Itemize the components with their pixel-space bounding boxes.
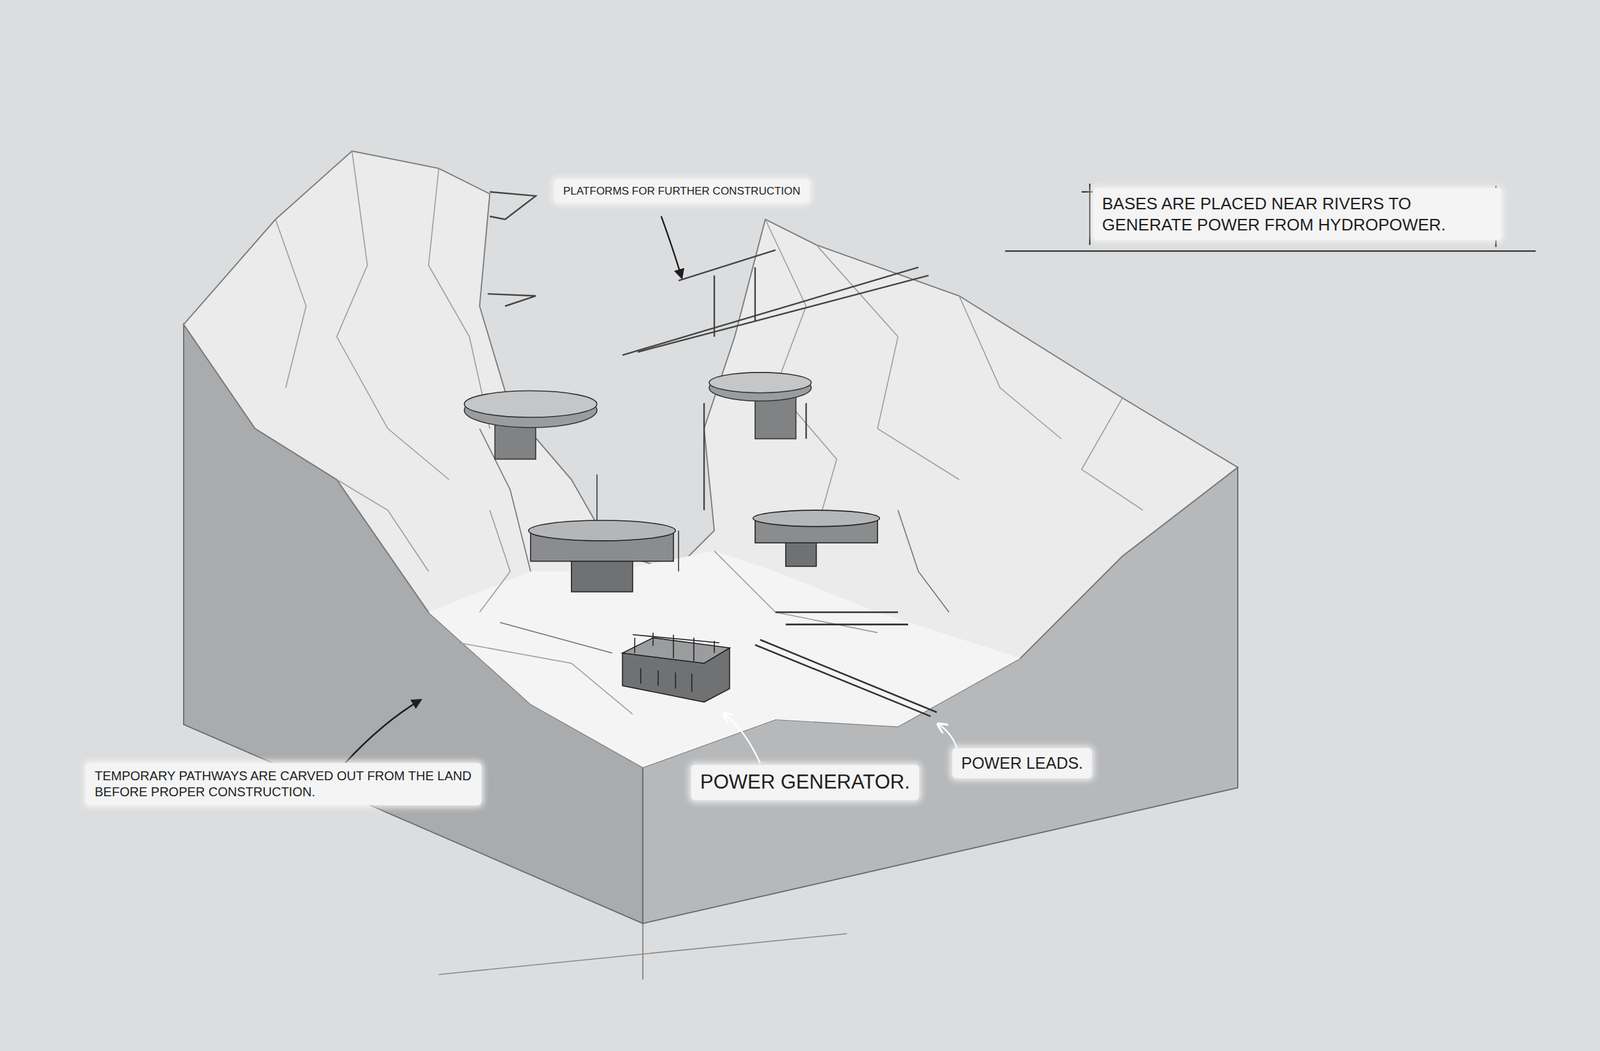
- base-building: [753, 510, 880, 567]
- valley-floor: [428, 551, 1021, 768]
- round-platform: [464, 391, 597, 460]
- annotation-note: TEMPORARY PATHWAYS ARE CARVED OUT FROM T…: [94, 768, 473, 800]
- annotation-note: POWER LEADS.: [961, 753, 1083, 774]
- annotation-note: POWER GENERATOR.: [700, 769, 911, 795]
- note-bracket: [1004, 183, 1536, 251]
- base-building: [528, 474, 679, 592]
- power-generator: [622, 632, 730, 702]
- terrain-top: [183, 151, 1238, 768]
- round-platform: [709, 372, 811, 440]
- annotation-note: BASES ARE PLACED NEAR RIVERS TO GENERATE…: [1102, 193, 1493, 235]
- power-leads: [755, 612, 937, 717]
- leader-arrow: [724, 714, 761, 764]
- leader-arrow: [344, 700, 421, 764]
- annotation-note: PLATFORMS FOR FURTHER CONSTRUCTION: [563, 184, 801, 198]
- leader-arrow: [661, 216, 682, 278]
